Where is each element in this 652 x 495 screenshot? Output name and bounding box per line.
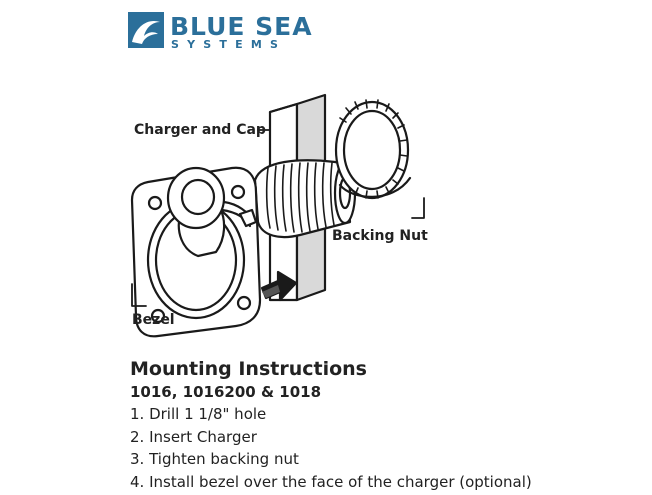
instruction-step: 1. Drill 1 1/8" hole <box>130 405 267 423</box>
mounting-panel <box>268 93 327 302</box>
logo-wordmark-top: BLUE SEA <box>170 12 313 41</box>
push-arrow <box>260 270 298 302</box>
wave-icon <box>128 12 164 48</box>
instructions-models: 1016, 1016200 & 1018 <box>130 383 322 401</box>
instruction-step: 2. Insert Charger <box>130 427 257 446</box>
callout-backing-nut: Backing Nut <box>332 228 428 244</box>
instruction-step: 4. Install bezel over the face of the ch… <box>130 472 532 491</box>
logo-wordmark-bottom: SYSTEMS <box>171 38 287 51</box>
mounting-instructions: Mounting Instructions 1016, 1016200 & 10… <box>130 357 532 493</box>
instruction-step: 3. Tighten backing nut <box>130 450 299 468</box>
leader-lines <box>131 129 425 307</box>
backing-nut <box>334 99 412 200</box>
callout-bezel: Bezel <box>132 312 175 328</box>
charger-cap <box>166 166 258 258</box>
instructions-steps: 1. Drill 1 1/8" hole 2. Insert Charger 3… <box>130 403 532 493</box>
callout-charger-and-cap: Charger and Cap <box>134 122 266 138</box>
instructions-title: Mounting Instructions <box>130 358 367 380</box>
